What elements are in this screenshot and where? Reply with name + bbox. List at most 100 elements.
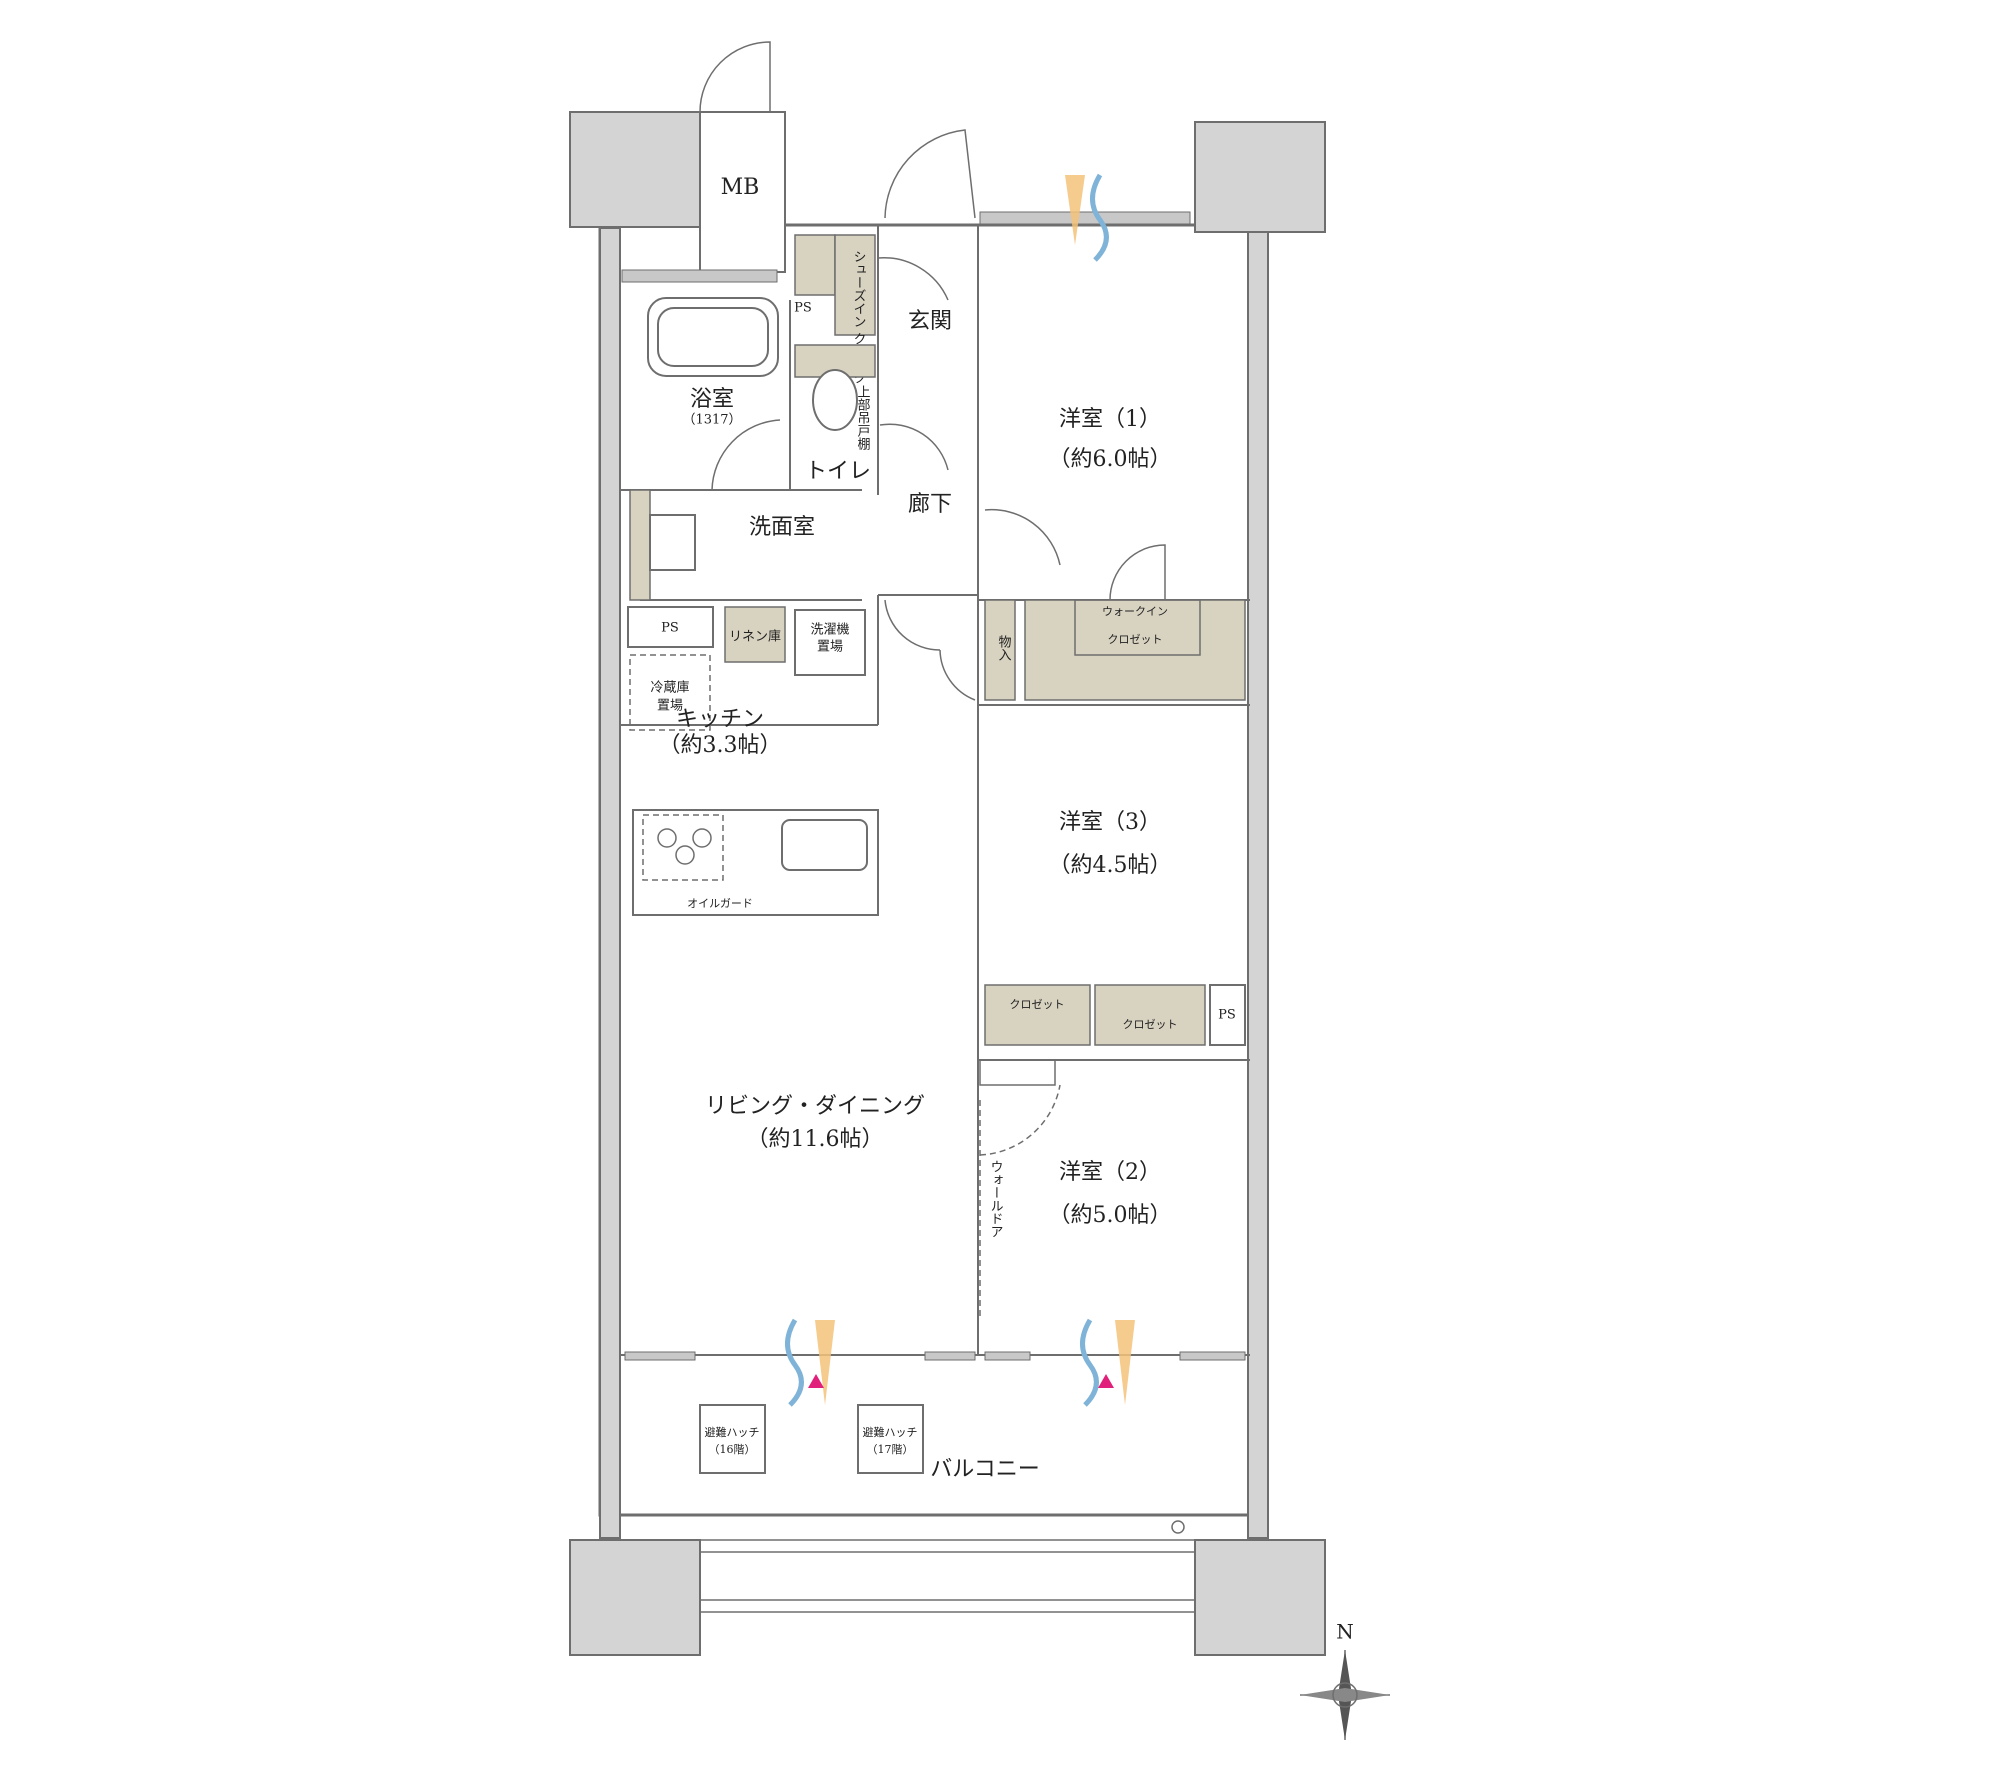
fridge-place (629, 654, 711, 731)
airflow-warm-left (815, 1320, 835, 1405)
airflow-warm-right (1115, 1320, 1135, 1405)
wash-door[interactable] (884, 599, 941, 651)
airflow-warm-top (1065, 175, 1085, 245)
cloak-door[interactable] (877, 257, 949, 301)
closet-a-label: クロゼット (1010, 998, 1065, 1011)
storage-box (984, 599, 1016, 701)
marker-right (1098, 1374, 1114, 1388)
ps-wash-label: PS (661, 621, 679, 636)
fridge-label: 冷蔵庫 (650, 681, 689, 696)
bath-size: （1317） (682, 413, 741, 428)
balcony-label: バルコニー (930, 1457, 1040, 1482)
shoes-in-cloak (834, 234, 876, 336)
storage-door[interactable] (939, 649, 976, 701)
pillar-top-left (569, 111, 701, 228)
upper-cabinet-label: 上部吊戸棚 (855, 385, 871, 450)
living-size: （約11.6帖） (747, 1127, 884, 1152)
ps-room-label: PS (1218, 1008, 1236, 1023)
airflow-cool-right (1080, 1318, 1099, 1407)
hatch16-floor: （16階） (709, 1442, 756, 1456)
hatch17-label: 避難ハッチ (863, 1425, 918, 1439)
closet-b-label: クロゼット (1123, 1018, 1178, 1031)
burner-2 (692, 828, 712, 848)
stove (642, 814, 724, 881)
washroom-label: 洗面室 (749, 515, 815, 540)
compass-ring (1332, 1682, 1358, 1708)
ps-entry-label: PS (794, 301, 812, 316)
western2-label: 洋室（2） (1059, 1160, 1161, 1185)
ps-wash-box (627, 606, 714, 648)
closet-b (1094, 984, 1206, 1046)
compass: N (1300, 1620, 1390, 1740)
marker-left (808, 1374, 824, 1388)
kitchen-sink (781, 819, 868, 871)
airflow-cool-left (785, 1318, 804, 1407)
window-room1 (979, 211, 1191, 225)
vanity-counter (629, 489, 651, 601)
compass-cross (1300, 1688, 1390, 1702)
room1-door[interactable] (984, 508, 1061, 566)
shoe-shelf (794, 234, 836, 296)
mb-label: MB (721, 175, 760, 200)
walkin-label-1: ウォークイン (1102, 605, 1168, 618)
east-wall-band (1247, 231, 1269, 1539)
pillar-bottom-right (1194, 1539, 1326, 1656)
compass-north-label: N (1336, 1620, 1354, 1644)
western1-size: （約6.0帖） (1049, 447, 1172, 472)
entrance-door[interactable] (884, 129, 976, 219)
toilet-door[interactable] (879, 423, 949, 471)
window-living-right (924, 1351, 976, 1361)
western2-size: （約5.0帖） (1049, 1203, 1172, 1228)
hatch16-label: 避難ハッチ (705, 1425, 760, 1439)
balcony-railing (699, 1539, 1196, 1613)
walkin-door[interactable] (1109, 544, 1166, 601)
window-room2-left (984, 1351, 1031, 1361)
window-living-left (624, 1351, 696, 1361)
room2-step (979, 1059, 1056, 1086)
wall-door-label: ウォールドア (988, 1160, 1003, 1238)
walkin-label-2: クロゼット (1108, 633, 1163, 646)
washer-place-label: 置場 (817, 640, 843, 655)
entrance-label: 玄関 (908, 309, 952, 334)
drain (1171, 1520, 1185, 1534)
window-room2-right (1179, 1351, 1246, 1361)
pillar-bottom-left (569, 1539, 701, 1656)
oil-guard-label: オイルガード (687, 897, 753, 910)
bath-door[interactable] (711, 419, 781, 491)
toilet-bowl (812, 369, 858, 431)
walkin-closet (1024, 599, 1246, 701)
mb-wall-band (621, 269, 778, 283)
bath-label: 浴室 (690, 387, 734, 412)
storage-label: 物入 (996, 635, 1012, 661)
western1-label: 洋室（1） (1059, 407, 1161, 432)
mb-box (699, 111, 786, 273)
closet-a (984, 984, 1091, 1046)
walkin-inner (1074, 599, 1201, 656)
pillar-top-right (1194, 121, 1326, 233)
hatch17-floor: （17階） (867, 1442, 914, 1456)
burner-1 (657, 828, 677, 848)
bathtub-inner (657, 307, 769, 367)
ps-room-box (1209, 984, 1246, 1046)
vanity-sink (649, 514, 696, 571)
hatch-16 (699, 1404, 766, 1474)
toilet-label: トイレ (805, 459, 871, 484)
washer-label: 洗濯機 (810, 623, 849, 638)
kitchen-label: キッチン (676, 707, 764, 732)
western3-size: （約4.5帖） (1049, 853, 1172, 878)
living-label: リビング・ダイニング (705, 1094, 925, 1119)
burner-3 (675, 845, 695, 865)
kitchen-size: （約3.3帖） (659, 733, 782, 758)
western3-label: 洋室（3） (1059, 810, 1161, 835)
mb-door[interactable] (699, 41, 771, 113)
corridor-label: 廊下 (908, 492, 952, 517)
washer-place (794, 609, 866, 676)
linen-label: リネン庫 (729, 630, 781, 645)
linen-closet (724, 606, 786, 663)
room2-door[interactable] (979, 1084, 1061, 1156)
west-wall-band (599, 227, 621, 1539)
airflow-cool-top (1090, 173, 1109, 262)
hatch-17 (857, 1404, 924, 1474)
fridge-place-label: 置場 (657, 699, 683, 714)
